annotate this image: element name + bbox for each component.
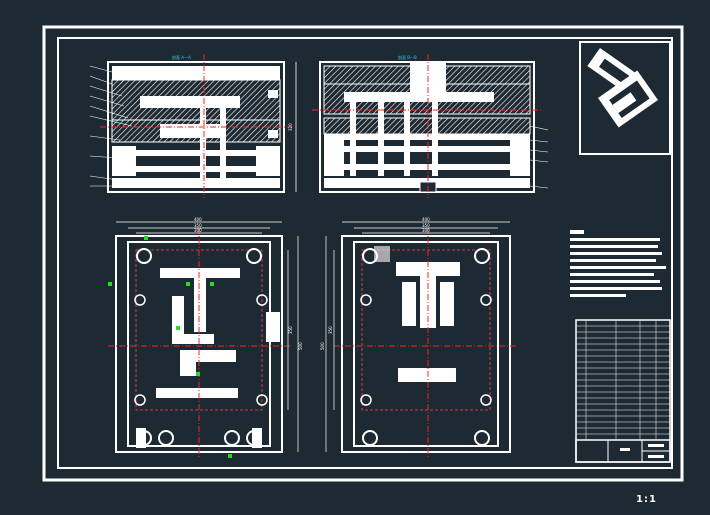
green-markers-left — [108, 236, 232, 458]
drawing-scale: 1:1 — [636, 494, 657, 505]
section-view-right — [312, 54, 549, 198]
leader-lines-right — [529, 125, 549, 189]
leader-lines-left — [89, 65, 133, 187]
dimension-plan-right-width-outer: 400 — [422, 217, 430, 222]
logo-block — [579, 41, 671, 155]
dimension-section-left-height: 320 — [288, 123, 293, 131]
section-label-right: 剖面 B—B — [398, 54, 417, 60]
dimension-plan-right-width-mid: 350 — [422, 223, 430, 228]
plan-view-right — [325, 221, 518, 458]
sheet-outer-border — [42, 25, 684, 482]
parts-list-table — [575, 319, 671, 463]
dimension-plan-left-width-outer: 400 — [194, 217, 202, 222]
section-label-left: 剖面 A—A — [172, 54, 191, 60]
dimension-plan-left-width-inner: 300 — [194, 228, 202, 233]
plan-view-left — [108, 221, 299, 458]
section-view-left — [89, 54, 297, 198]
dimension-plan-left-height-outer: 500 — [298, 342, 303, 350]
dimension-plan-left-width-mid: 350 — [194, 223, 202, 228]
dimension-plan-right-height-outer: 500 — [320, 342, 325, 350]
sheet-inner-border — [57, 37, 673, 469]
part-iso-view-bottom — [598, 70, 658, 128]
dimension-plan-left-height-inner: 350 — [288, 326, 293, 334]
dimension-plan-right-width-inner: 300 — [422, 228, 430, 233]
dimension-plan-right-height-inner: 350 — [328, 326, 333, 334]
technical-notes — [570, 230, 666, 297]
